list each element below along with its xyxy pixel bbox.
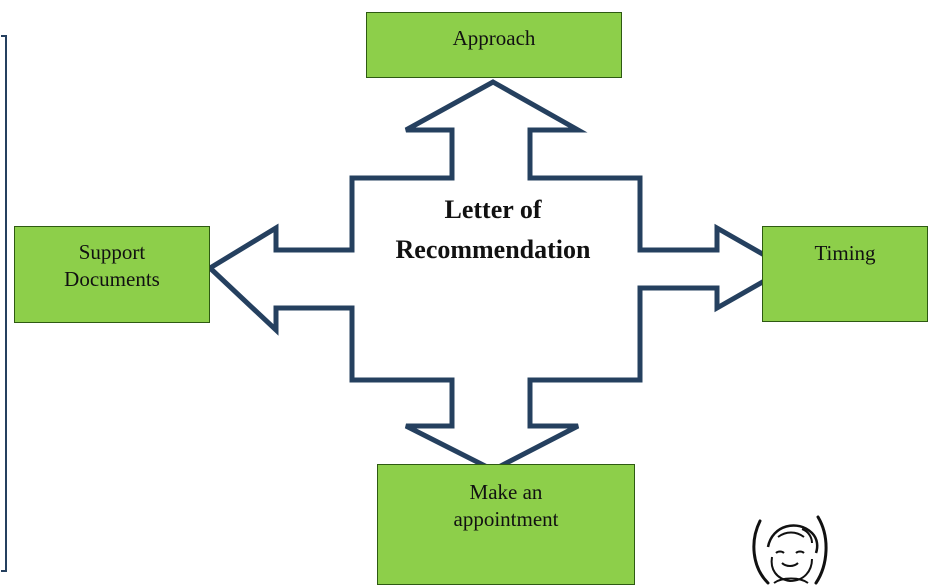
four-way-arrow-outline — [205, 79, 793, 473]
center-title-line2: Recommendation — [395, 235, 591, 264]
center-title: Letter of Recommendation — [352, 190, 634, 270]
appointment-label-line1: Make an — [469, 480, 543, 504]
approach-box: Approach — [366, 12, 622, 78]
timing-box: Timing — [762, 226, 928, 322]
support-label-line1: Support — [78, 240, 146, 264]
make-appointment-box: Make an appointment — [377, 464, 635, 585]
approach-label: Approach — [452, 26, 536, 50]
support-label-line2: Documents — [64, 267, 160, 292]
left-side-bracket — [1, 35, 7, 572]
center-title-line1: Letter of — [444, 195, 542, 224]
timing-label: Timing — [814, 241, 876, 265]
girl-face-doodle-icon — [752, 515, 828, 585]
appointment-label-line2: appointment — [453, 507, 559, 532]
support-documents-box: Support Documents — [14, 226, 210, 323]
